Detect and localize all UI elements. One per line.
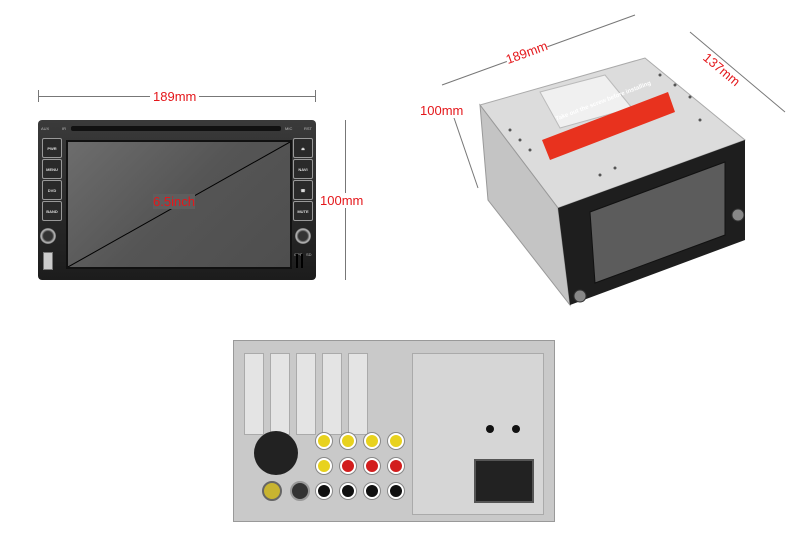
heat-fin (244, 353, 264, 435)
sd-label: SD (306, 252, 312, 257)
phone-button[interactable]: ☎ (293, 180, 313, 200)
vent-holes (508, 73, 702, 177)
iso-connector (474, 459, 534, 503)
iso-height-line (451, 111, 479, 189)
front-width-label: 189mm (150, 89, 200, 104)
mount-hole (486, 425, 494, 433)
rca-red (364, 458, 380, 474)
dimension-tick (315, 90, 316, 102)
usb-port (43, 252, 53, 270)
rca-yellow (316, 433, 332, 449)
ir-label: IR (62, 126, 66, 131)
sd-card-slot (301, 254, 303, 268)
screen-size-label: 6.5inch (153, 194, 195, 209)
rca-red (340, 458, 356, 474)
heat-fin (296, 353, 316, 435)
rca-white (388, 483, 404, 499)
iso-height-label: 100mm (420, 103, 464, 118)
iso-knob (573, 289, 587, 303)
head-unit-iso (441, 14, 786, 307)
dimension-tick (38, 90, 39, 102)
pwr-button[interactable]: PWR (42, 138, 62, 158)
rca-yellow (388, 433, 404, 449)
rca-white (364, 483, 380, 499)
mount-hole (512, 425, 520, 433)
rca-yellow (364, 433, 380, 449)
navi-button[interactable]: NAVI (293, 159, 313, 179)
dvd-button[interactable]: DVD (42, 180, 62, 200)
band-button[interactable]: BAND (42, 201, 62, 221)
rca-yellow (316, 458, 332, 474)
front-height-label: 100mm (320, 193, 364, 208)
gps-antenna-port (262, 481, 282, 501)
rca-red (388, 458, 404, 474)
rca-black (316, 483, 332, 499)
gps-label: GPS (294, 252, 303, 257)
iso-screen (589, 161, 726, 284)
mute-button[interactable]: MUTE (293, 201, 313, 221)
volume-knob[interactable] (40, 228, 56, 244)
aux-label: AUX (41, 126, 50, 131)
heat-fin (322, 353, 342, 435)
rst-label: RST (304, 126, 312, 131)
eject-button[interactable]: ⏏ (293, 138, 313, 158)
warning-sticker (542, 92, 675, 160)
heat-fin (270, 353, 290, 435)
gps-card-slot (296, 254, 298, 268)
touch-screen: 6.5inch (66, 140, 292, 269)
radio-antenna-port (290, 481, 310, 501)
fan-grille (254, 431, 298, 475)
mic-label: MIC (285, 126, 293, 131)
rca-yellow (340, 433, 356, 449)
head-unit-rear (233, 340, 555, 522)
menu-button[interactable]: MENU (42, 159, 62, 179)
rca-white (340, 483, 356, 499)
iso-knob (731, 208, 745, 222)
heat-fin (348, 353, 368, 435)
disc-slot (71, 126, 281, 131)
tune-knob[interactable] (295, 228, 311, 244)
